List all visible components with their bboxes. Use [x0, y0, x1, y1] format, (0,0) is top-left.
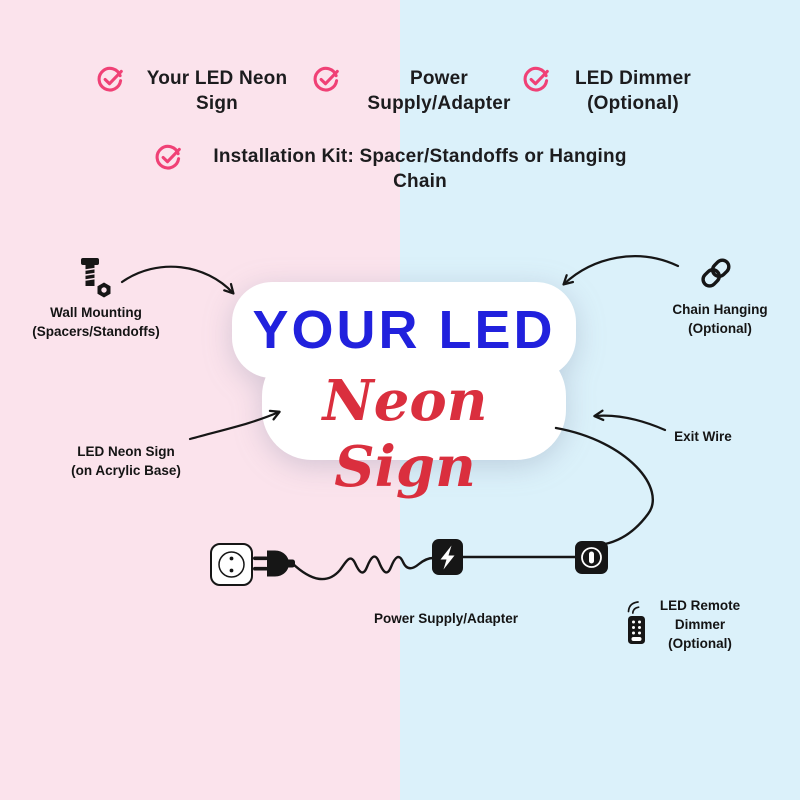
checklist-item-label: LED Dimmer (Optional): [574, 68, 692, 114]
sign-subtitle: Neon Sign: [322, 368, 488, 500]
check-icon: [522, 66, 549, 93]
checklist-item-label: Installation Kit: Spacer/Standoffs or Ha…: [213, 146, 627, 192]
sign-title: YOUR LED: [252, 300, 556, 360]
checklist-item-label: Power Supply/Adapter: [367, 68, 511, 114]
check-icon: [312, 66, 339, 93]
check-icon: [96, 66, 123, 93]
checklist-item-label: Your LED Neon Sign: [146, 68, 288, 114]
checklist-item-led-dimmer: LED Dimmer (Optional): [522, 66, 703, 116]
callout-chain-hanging: Chain Hanging (Optional): [672, 302, 768, 336]
checklist-item-neon-sign: Your LED Neon Sign: [96, 66, 297, 116]
checklist-item-installation-kit: Installation Kit: Spacer/Standoffs or Ha…: [154, 144, 645, 194]
check-icon: [154, 144, 181, 171]
callout-power-supply: Power Supply/Adapter: [373, 611, 519, 626]
checklist-item-power-supply: Power Supply/Adapter: [312, 66, 525, 116]
callout-led-remote-dimmer: LED Remote Dimmer (Optional): [659, 598, 741, 651]
callout-exit-wire: Exit Wire: [674, 429, 732, 444]
callout-wall-mounting: Wall Mounting (Spacers/Standoffs): [32, 305, 160, 339]
callout-led-neon-sign: LED Neon Sign (on Acrylic Base): [71, 444, 181, 478]
